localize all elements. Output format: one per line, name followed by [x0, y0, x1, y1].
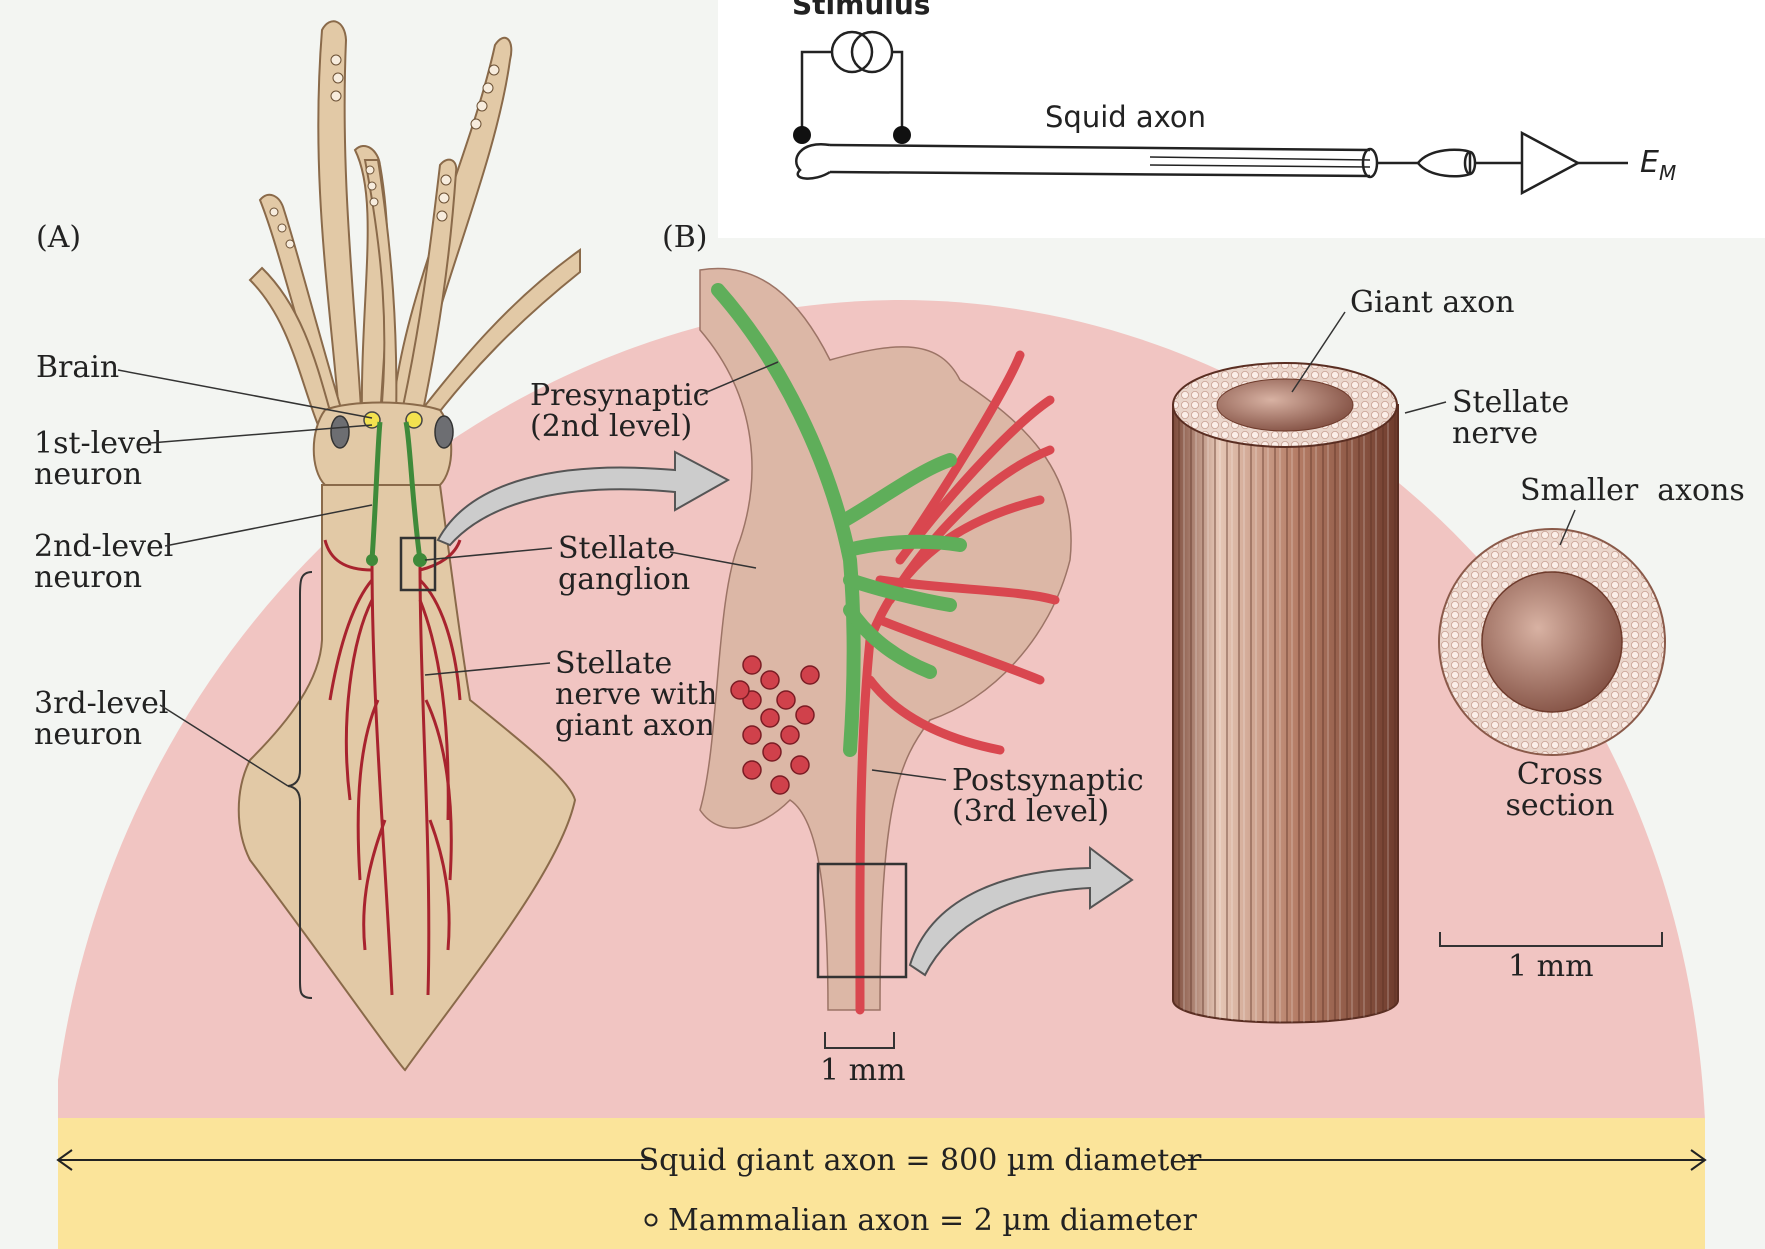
second-level-line2: neuron — [34, 560, 142, 595]
third-level-line1: 3rd-level — [34, 686, 168, 721]
squid-head — [314, 403, 452, 493]
recording-circuit-inset: Stimulus Squid axon EM — [718, 0, 1765, 238]
stellate-nerve-line2: nerve with — [555, 677, 717, 712]
postsynaptic-line2: (3rd level) — [952, 794, 1109, 829]
cross-section — [1439, 529, 1665, 755]
squid-tentacles — [250, 21, 580, 432]
stellate-nerve-c-line2: nerve — [1452, 416, 1538, 451]
panel-a-letter: (A) — [36, 220, 81, 255]
scale-b-label: 1 mm — [820, 1053, 906, 1088]
cross-section-line2: section — [1506, 788, 1615, 823]
giant-axon-cylinder — [1173, 363, 1398, 1023]
stellate-nerve-c-line1: Stellate — [1452, 385, 1569, 420]
stimulus-electrode-left — [793, 126, 811, 144]
postsynaptic-line1: Postsynaptic — [952, 763, 1144, 798]
label-giant-axon: Giant axon — [1350, 285, 1515, 320]
label-brain: Brain — [36, 350, 119, 385]
panel-b-letter: (B) — [662, 220, 707, 255]
label-presynaptic: Presynaptic(2nd level) — [530, 378, 710, 444]
cross-section-line1: Cross — [1517, 757, 1603, 792]
stellate-nerve-line1: Stellate — [555, 646, 672, 681]
leader-stellate-nerve-c — [1405, 402, 1446, 413]
squid-eye-right — [435, 416, 453, 448]
label-smaller-axons: Smaller axons — [1520, 473, 1745, 508]
presynaptic-line1: Presynaptic — [530, 378, 710, 413]
stellate-ganglion-line1: Stellate — [558, 531, 675, 566]
cross-section-core — [1482, 572, 1622, 712]
stimulus-electrode-right — [893, 126, 911, 144]
cylinder-striations — [1173, 405, 1398, 1023]
presynaptic-line2: (2nd level) — [530, 409, 692, 444]
first-level-line1: 1st-level — [34, 426, 162, 461]
third-level-line2: neuron — [34, 717, 142, 752]
scale-c-label: 1 mm — [1508, 949, 1594, 984]
mammalian-axon-diameter: Mammalian axon = 2 µm diameter — [668, 1203, 1198, 1238]
stellate-nerve-line3: giant axon — [555, 708, 715, 743]
stellate-ganglion-line2: ganglion — [558, 562, 690, 597]
squid-eye-left — [331, 416, 349, 448]
first-level-line2: neuron — [34, 457, 142, 492]
stellate-ganglion-dot — [413, 553, 427, 567]
stimulus-label: Stimulus — [792, 0, 930, 21]
squid-axon-diameter: Squid giant axon = 800 µm diameter — [639, 1143, 1202, 1178]
cylinder-top-core — [1217, 379, 1353, 431]
second-level-soma — [366, 554, 378, 566]
squid-axon-label: Squid axon — [1045, 100, 1206, 134]
second-level-line1: 2nd-level — [34, 529, 173, 564]
